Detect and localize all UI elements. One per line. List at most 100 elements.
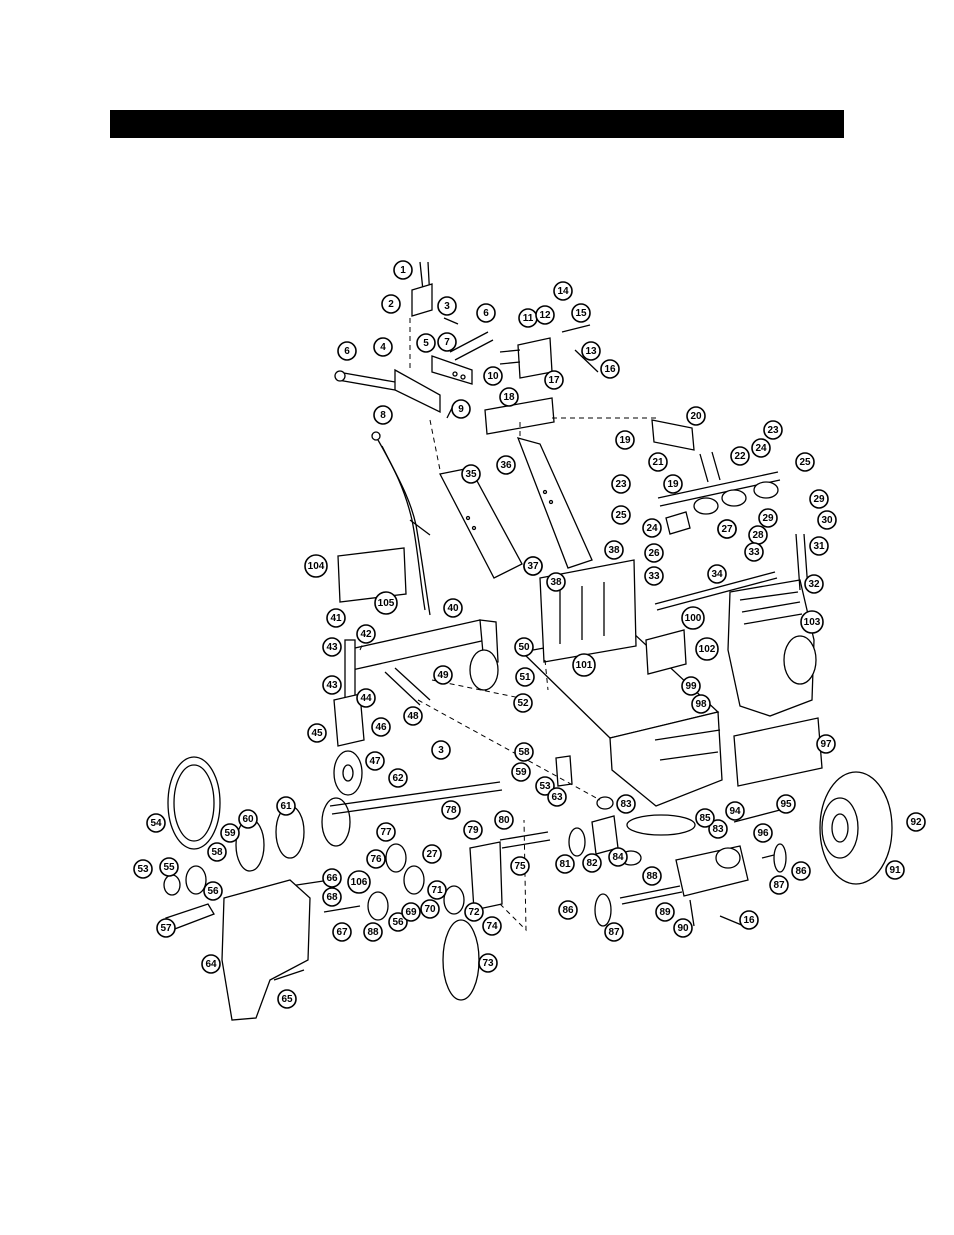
callout-number: 50: [518, 642, 530, 653]
callout-number: 86: [795, 866, 807, 877]
callout-number: 53: [539, 781, 551, 792]
callout-circle: [463, 820, 483, 840]
callout-number: 87: [608, 927, 620, 938]
shaft-linkage: [651, 419, 809, 611]
callout-number: 38: [550, 577, 562, 588]
callout-8: 8: [373, 405, 393, 425]
callout-circle: [322, 868, 342, 888]
callout-number: 19: [619, 435, 631, 446]
callout-circle: [816, 734, 836, 754]
callout-circle: [535, 776, 555, 796]
callout-number: 8: [380, 410, 386, 421]
callout-circle: [431, 740, 451, 760]
callout-number: 32: [808, 579, 820, 590]
callout-number: 95: [780, 799, 792, 810]
callout-circle: [744, 542, 764, 562]
callout-circle: [547, 787, 567, 807]
callout-number: 27: [721, 524, 733, 535]
callout-number: 46: [375, 722, 387, 733]
callout-number: 104: [308, 561, 325, 572]
callout-97: 97: [816, 734, 836, 754]
callout-25: 25: [795, 452, 815, 472]
callout-77: 77: [376, 822, 396, 842]
callout-number: 45: [311, 728, 323, 739]
callout-number: 12: [539, 310, 551, 321]
callout-number: 75: [514, 861, 526, 872]
callout-number: 72: [468, 907, 480, 918]
callout-104: 104: [304, 554, 328, 578]
callout-circle: [681, 606, 705, 630]
callout-101: 101: [572, 653, 596, 677]
callout-circle: [725, 801, 745, 821]
callout-number: 62: [392, 773, 404, 784]
callout-36: 36: [496, 455, 516, 475]
callout-number: 37: [527, 561, 539, 572]
callout-29: 29: [809, 489, 829, 509]
callout-45: 45: [307, 723, 327, 743]
callout-circle: [276, 796, 296, 816]
callout-circle: [322, 887, 342, 907]
label-plates: [337, 547, 823, 787]
callout-53: 53: [133, 859, 153, 879]
callout-43: 43: [322, 675, 342, 695]
callout-66: 66: [322, 868, 342, 888]
callout-number: 20: [690, 411, 702, 422]
callout-number: 67: [336, 927, 348, 938]
callout-number: 4: [380, 342, 386, 353]
callout-circle: [681, 676, 701, 696]
callout-circle: [356, 688, 376, 708]
callout-number: 21: [652, 457, 664, 468]
callout-circle: [401, 902, 421, 922]
callout-circle: [422, 844, 442, 864]
callout-circle: [776, 794, 796, 814]
callout-number: 44: [360, 693, 372, 704]
callout-number: 83: [712, 824, 724, 835]
callout-number: 22: [734, 451, 746, 462]
callout-21: 21: [648, 452, 668, 472]
callout-circle: [616, 794, 636, 814]
callout-circle: [753, 823, 773, 843]
callout-circle: [655, 902, 675, 922]
callout-circle: [695, 637, 719, 661]
callout-number: 56: [392, 917, 404, 928]
callout-76: 76: [366, 849, 386, 869]
callout-23: 23: [611, 474, 631, 494]
callout-circle: [553, 281, 573, 301]
callout-40: 40: [443, 598, 463, 618]
callout-circle: [769, 875, 789, 895]
callout-51: 51: [515, 667, 535, 687]
callout-24: 24: [751, 438, 771, 458]
callout-48: 48: [403, 706, 423, 726]
callout-number: 29: [762, 513, 774, 524]
callout-number: 17: [548, 375, 560, 386]
callout-70: 70: [420, 899, 440, 919]
callout-circle: [220, 823, 240, 843]
callout-number: 55: [163, 862, 175, 873]
callout-number: 85: [699, 813, 711, 824]
callout-circle: [371, 717, 391, 737]
callout-circle: [437, 332, 457, 352]
callout-67: 67: [332, 922, 352, 942]
callout-number: 89: [659, 907, 671, 918]
callout-number: 47: [369, 756, 381, 767]
callout-30: 30: [817, 510, 837, 530]
callout-circle: [558, 900, 578, 920]
callout-90: 90: [673, 918, 693, 938]
callout-number: 49: [437, 670, 449, 681]
callout-circle: [511, 762, 531, 782]
callout-circle: [393, 260, 413, 280]
callout-73: 73: [478, 953, 498, 973]
callout-circle: [461, 464, 481, 484]
callout-number: 27: [426, 849, 438, 860]
callout-number: 74: [486, 921, 498, 932]
callout-number: 34: [711, 569, 723, 580]
callout-number: 88: [367, 927, 379, 938]
callout-72: 72: [464, 902, 484, 922]
callout-circle: [644, 543, 664, 563]
callout-number: 10: [487, 371, 499, 382]
callout-number: 14: [557, 286, 569, 297]
callout-105: 105: [374, 591, 398, 615]
callout-circle: [496, 455, 516, 475]
callout-circle: [795, 452, 815, 472]
callout-78: 78: [441, 800, 461, 820]
